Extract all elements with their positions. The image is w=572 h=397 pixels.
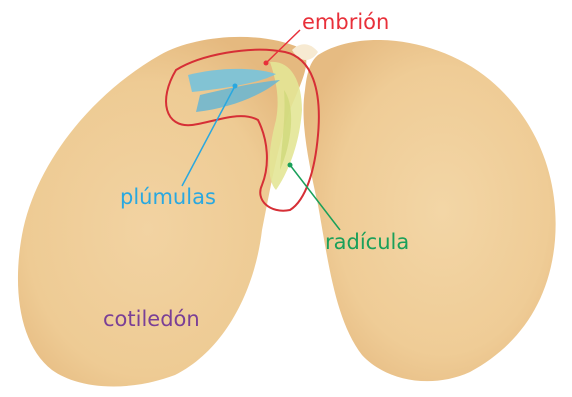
plumulas-label: plúmulas [120, 187, 216, 208]
cotyledon-right [303, 40, 555, 381]
radicula-dot [288, 163, 293, 168]
plumulas-dot [233, 84, 238, 89]
embrion-dot [264, 61, 269, 66]
radicula-label: radícula [325, 232, 409, 253]
cotiledon-label: cotiledón [103, 309, 200, 330]
embrion-label: embrión [302, 12, 389, 33]
